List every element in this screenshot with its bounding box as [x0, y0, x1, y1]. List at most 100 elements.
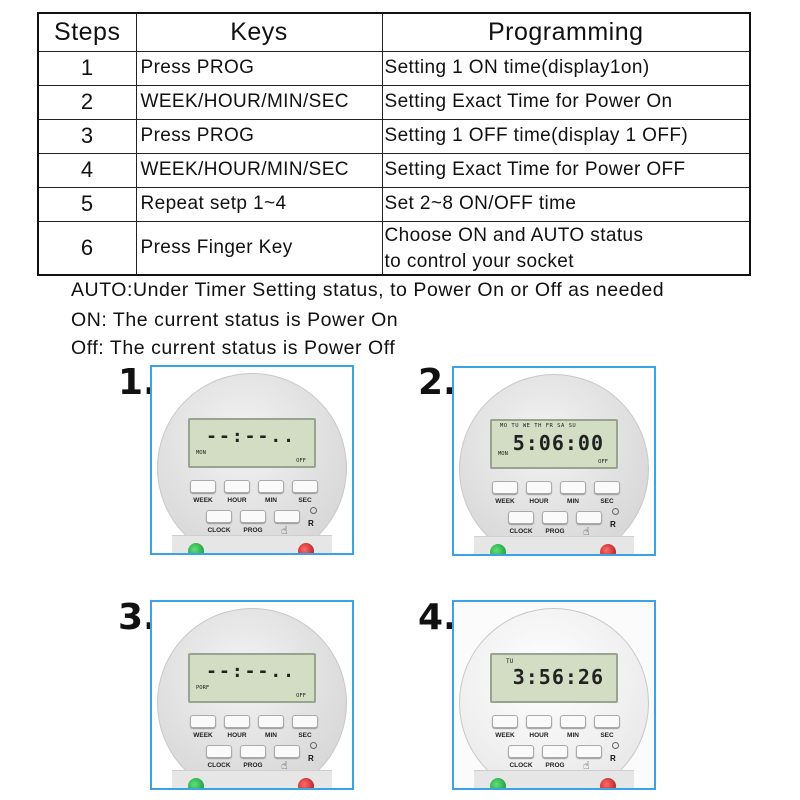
- table-row: 5 Repeat setp 1~4 Set 2~8 ON/OFF time: [37, 186, 751, 222]
- red-led-icon: [600, 544, 616, 554]
- lcd-display: MO TU WE TH FR SA SU 5:06:00 MON OFF: [490, 419, 618, 469]
- sec-label: SEC: [600, 498, 614, 505]
- sec-button[interactable]: [594, 715, 620, 728]
- timer-base: [172, 770, 332, 788]
- reset-button[interactable]: [612, 508, 619, 515]
- step-key: Press Finger Key: [135, 220, 383, 275]
- step-key: Press PROG: [135, 50, 383, 86]
- timer-base: [172, 535, 332, 553]
- header-steps: Steps: [37, 12, 137, 52]
- prog-button[interactable]: [240, 745, 266, 758]
- week-button[interactable]: [190, 715, 216, 728]
- sec-label: SEC: [298, 732, 312, 739]
- reset-label: R: [308, 519, 314, 528]
- step-number: 5: [37, 186, 137, 222]
- green-led-icon: [490, 544, 506, 554]
- lcd-status-right: OFF: [296, 458, 306, 464]
- clock-button[interactable]: [508, 511, 534, 524]
- week-button[interactable]: [492, 715, 518, 728]
- step-number: 2: [37, 84, 137, 120]
- week-label: WEEK: [193, 732, 213, 739]
- lcd-weekday: TU: [506, 658, 514, 665]
- min-button[interactable]: [560, 481, 586, 494]
- table-row: 3 Press PROG Setting 1 OFF time(display …: [37, 118, 751, 154]
- clock-label: CLOCK: [509, 528, 533, 535]
- step-programming: Setting 1 ON time(display1on): [381, 50, 751, 86]
- note-off: Off: The current status is Power Off: [71, 337, 396, 359]
- clock-button[interactable]: [508, 745, 534, 758]
- hour-button[interactable]: [224, 480, 250, 493]
- hour-label: HOUR: [227, 732, 247, 739]
- hour-button[interactable]: [526, 715, 552, 728]
- clock-button[interactable]: [206, 745, 232, 758]
- prog-label: PROG: [545, 762, 565, 769]
- green-led-icon: [188, 778, 204, 788]
- reset-button[interactable]: [612, 742, 619, 749]
- reset-label: R: [610, 520, 616, 529]
- lcd-time: 3:56:26: [512, 665, 604, 689]
- red-led-icon: [298, 778, 314, 788]
- hour-button[interactable]: [224, 715, 250, 728]
- min-label: MIN: [567, 498, 579, 505]
- step-number: 6: [37, 220, 137, 275]
- hour-label: HOUR: [529, 498, 549, 505]
- red-led-icon: [600, 778, 616, 788]
- min-label: MIN: [567, 732, 579, 739]
- lcd-time: --:--..: [206, 426, 296, 447]
- lcd-display: --:--.. MON OFF: [188, 418, 316, 468]
- step-programming: Set 2~8 ON/OFF time: [381, 186, 751, 222]
- sec-button[interactable]: [594, 481, 620, 494]
- timer-device: MO TU WE TH FR SA SU 5:06:00 MON OFF WEE…: [459, 374, 649, 554]
- hour-label: HOUR: [227, 497, 247, 504]
- sec-button[interactable]: [292, 715, 318, 728]
- sec-button[interactable]: [292, 480, 318, 493]
- week-button[interactable]: [492, 481, 518, 494]
- finger-button[interactable]: [274, 510, 300, 523]
- week-label: WEEK: [495, 732, 515, 739]
- green-led-icon: [490, 778, 506, 788]
- step-key: Repeat setp 1~4: [135, 186, 383, 222]
- step-number: 3: [37, 118, 137, 154]
- lcd-time: 5:06:00: [512, 431, 604, 455]
- min-button[interactable]: [258, 480, 284, 493]
- week-label: WEEK: [495, 498, 515, 505]
- min-button[interactable]: [258, 715, 284, 728]
- hour-button[interactable]: [526, 481, 552, 494]
- timer-device: TU 3:56:26 WEEK HOUR MIN SEC CLOCK PROG …: [459, 608, 649, 788]
- reset-label: R: [610, 754, 616, 763]
- reset-button[interactable]: [310, 742, 317, 749]
- lcd-status-left: MON: [196, 450, 206, 456]
- finger-button[interactable]: [274, 745, 300, 758]
- timer-photo-2: MO TU WE TH FR SA SU 5:06:00 MON OFF WEE…: [452, 366, 656, 556]
- table-header-row: Steps Keys Programming: [37, 12, 751, 52]
- lcd-status-left: PORF: [196, 685, 210, 691]
- header-keys: Keys: [135, 12, 383, 52]
- steps-table: Steps Keys Programming 1 Press PROG Sett…: [37, 12, 751, 276]
- prog-button[interactable]: [542, 511, 568, 524]
- min-label: MIN: [265, 732, 277, 739]
- timer-photo-4: TU 3:56:26 WEEK HOUR MIN SEC CLOCK PROG …: [452, 600, 656, 790]
- panel-number: 4.: [418, 597, 457, 638]
- reset-label: R: [308, 754, 314, 763]
- week-button[interactable]: [190, 480, 216, 493]
- table-row: 1 Press PROG Setting 1 ON time(display1o…: [37, 50, 751, 86]
- sec-label: SEC: [600, 732, 614, 739]
- step-programming: Setting 1 OFF time(display 1 OFF): [381, 118, 751, 154]
- finger-button[interactable]: [576, 745, 602, 758]
- timer-photo-1: --:--.. MON OFF WEEK HOUR MIN SEC CLOCK …: [150, 365, 354, 555]
- programming-line: to control your socket: [384, 250, 574, 272]
- sec-label: SEC: [298, 497, 312, 504]
- prog-button[interactable]: [542, 745, 568, 758]
- programming-line: Choose ON and AUTO status: [384, 224, 644, 246]
- clock-button[interactable]: [206, 510, 232, 523]
- step-number: 4: [37, 152, 137, 188]
- step-programming: Choose ON and AUTO status to control you…: [381, 220, 751, 275]
- reset-button[interactable]: [310, 507, 317, 514]
- timer-device: --:--.. MON OFF WEEK HOUR MIN SEC CLOCK …: [157, 373, 347, 553]
- finger-button[interactable]: [576, 511, 602, 524]
- prog-button[interactable]: [240, 510, 266, 523]
- lcd-status-right: OFF: [598, 459, 608, 465]
- lcd-weekdays: MO TU WE TH FR SA SU: [500, 423, 577, 429]
- table-row: 6 Press Finger Key Choose ON and AUTO st…: [37, 220, 751, 275]
- min-button[interactable]: [560, 715, 586, 728]
